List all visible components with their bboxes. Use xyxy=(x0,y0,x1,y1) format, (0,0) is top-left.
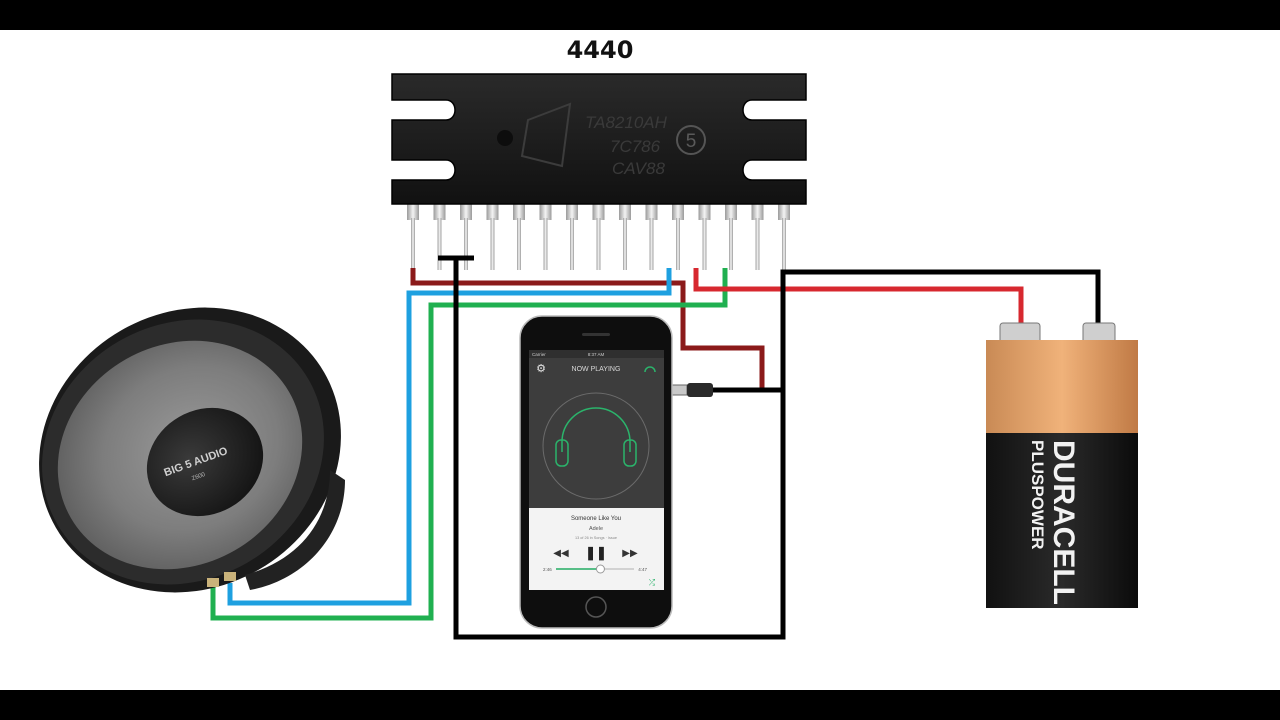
wire-black xyxy=(453,258,1101,640)
battery-sub-brand: PLUSPOWER xyxy=(1028,440,1047,550)
chip-pin xyxy=(782,218,786,270)
pin-badge-label: 5 xyxy=(686,131,697,152)
phone-speaker-grille xyxy=(582,333,610,336)
chip-marking-1: TA8210AH xyxy=(585,113,668,132)
chip-pin xyxy=(649,218,654,270)
smartphone: Carrier 8:37 AM ⚙ NOW PLAYING Someone Li… xyxy=(519,315,673,629)
chip-pin xyxy=(490,218,495,270)
headphones-small-icon[interactable] xyxy=(644,366,656,373)
chip-pin xyxy=(464,218,468,270)
elapsed-time: 2:46 xyxy=(543,567,552,572)
art-ring xyxy=(542,392,650,500)
player-panel xyxy=(529,508,664,590)
total-duration: 4:47 xyxy=(638,567,647,572)
headphones-art-icon xyxy=(555,407,637,467)
chip-pin-tab xyxy=(645,204,658,220)
battery-black-body xyxy=(986,433,1138,608)
artist-name: Adele xyxy=(589,526,603,532)
chip-pin xyxy=(702,218,707,270)
chip-pin-tab xyxy=(619,204,631,220)
chip-pin-tab xyxy=(460,204,472,220)
plug-sleeve xyxy=(687,383,713,397)
home-button[interactable] xyxy=(585,596,607,618)
chip-body xyxy=(391,73,807,205)
chip-pin-tab xyxy=(778,204,790,220)
chip-pin xyxy=(623,218,627,270)
chip-pin-tab xyxy=(539,204,552,220)
chip-pin-tab xyxy=(672,204,684,220)
chip-pin xyxy=(437,218,442,270)
wires xyxy=(210,255,1101,640)
speaker-terminal-2 xyxy=(224,572,236,581)
rewind-icon[interactable]: ◀◀ xyxy=(553,548,569,559)
chip-pin-tab xyxy=(433,204,446,220)
battery: DURACELL PLUSPOWER xyxy=(986,322,1138,608)
ic-chip: TA8210AH 7C786 CAV88 5 xyxy=(391,73,807,205)
chip-pin-tab xyxy=(592,204,605,220)
chip-pin-tab xyxy=(725,204,737,220)
chip-pin xyxy=(411,218,415,270)
chip-pin-tab xyxy=(486,204,499,220)
speaker-brand-sub: Z600 xyxy=(191,472,207,483)
chip-pin-tab xyxy=(513,204,525,220)
phone-carrier: Carrier xyxy=(532,352,546,357)
chip-pins xyxy=(407,204,790,270)
chip-pin xyxy=(596,218,601,270)
chip-pin xyxy=(676,218,680,270)
audio-jack-plug xyxy=(670,383,713,397)
wire-green xyxy=(210,268,728,621)
speaker-basket-side xyxy=(245,470,345,590)
speaker-dust-cap xyxy=(146,407,264,517)
chip-pin-tab xyxy=(566,204,578,220)
speaker: BIG 5 AUDIO Z600 xyxy=(39,307,345,593)
speaker-terminal-1 xyxy=(207,578,219,587)
chip-pin xyxy=(517,218,521,270)
now-playing-title: NOW PLAYING xyxy=(572,366,621,373)
phone-time: 8:37 AM xyxy=(588,352,605,357)
phone-status-bar xyxy=(529,350,664,358)
plug-tip xyxy=(670,384,688,396)
wire-dark-red xyxy=(410,268,765,390)
chip-marking-3: CAV88 xyxy=(612,159,665,178)
progress-knob[interactable] xyxy=(595,564,605,574)
chip-pin-tab xyxy=(751,204,764,220)
song-title: Someone Like You xyxy=(571,516,621,522)
settings-gear-icon[interactable]: ⚙ xyxy=(536,363,546,375)
shuffle-icon[interactable]: ⤮ xyxy=(649,578,656,587)
track-info: 13 of 26 in Songs · Issue xyxy=(575,536,617,540)
chip-pin xyxy=(729,218,733,270)
fast-forward-icon[interactable]: ▶▶ xyxy=(622,548,638,559)
chip-pin xyxy=(570,218,574,270)
wire-red xyxy=(693,268,1024,330)
chip-logo-mark xyxy=(520,102,572,168)
pause-icon[interactable]: ❚❚ xyxy=(585,545,607,561)
chip-pin xyxy=(755,218,760,270)
chip-marking-2: 7C786 xyxy=(610,137,661,156)
chip-dimple xyxy=(497,130,513,146)
battery-copper-top xyxy=(986,340,1138,435)
chip-pin-tab xyxy=(407,204,419,220)
battery-brand: DURACELL xyxy=(1047,440,1080,605)
pin-badge-circle xyxy=(676,125,706,155)
chip-pin-tab xyxy=(698,204,711,220)
chip-pin xyxy=(543,218,548,270)
diagram-title: 4440 xyxy=(566,36,634,64)
wire-blue xyxy=(227,268,672,606)
